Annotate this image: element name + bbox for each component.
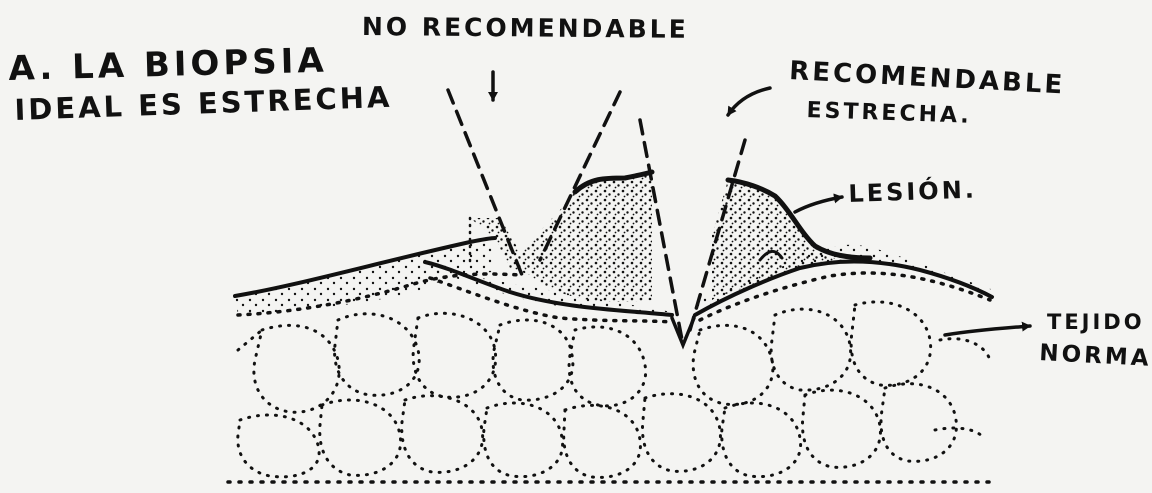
lesion-right [712, 180, 870, 300]
arrow-recommendable [728, 88, 770, 115]
arrow-lesion [795, 197, 842, 212]
normal-tissue-cells [238, 302, 990, 477]
arrow-normal-tissue [945, 326, 1030, 335]
